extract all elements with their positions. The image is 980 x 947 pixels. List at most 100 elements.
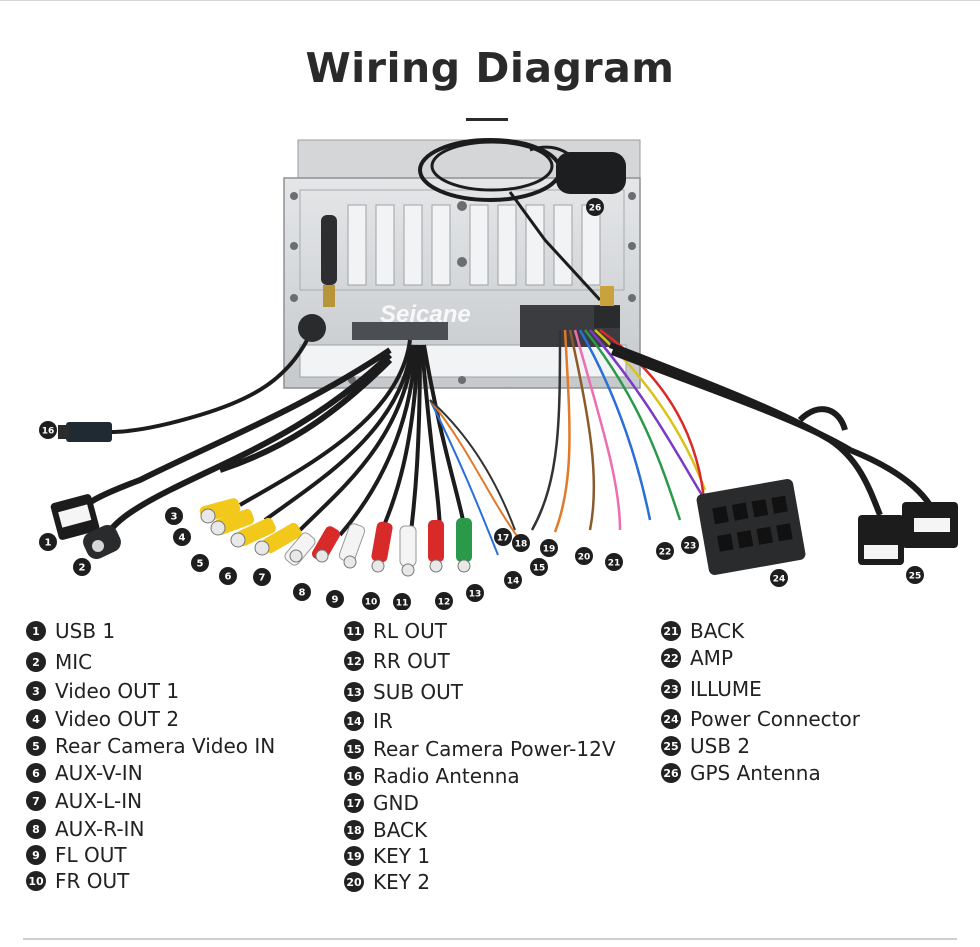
legend-label: Power Connector (690, 707, 860, 731)
callout-number: 9 (332, 595, 339, 606)
callout-circle (253, 568, 271, 586)
legend-label: FL OUT (55, 843, 127, 867)
callout-badge: 21 (605, 553, 623, 571)
callout-badge: 17 (494, 528, 512, 546)
callout-badge: 19 (540, 539, 558, 557)
legend-number-badge: 5 (26, 736, 46, 756)
legend-item: 3 Video OUT 1 (26, 679, 179, 703)
callout-badge: 6 (219, 567, 237, 585)
legend-number-badge: 23 (661, 679, 681, 699)
legend-label: IR (373, 709, 393, 733)
callout-circle (39, 533, 57, 551)
callout-number: 1 (45, 538, 52, 549)
legend-number-badge: 15 (344, 739, 364, 759)
rca-connectors (199, 498, 472, 577)
callout-badge: 15 (530, 558, 548, 576)
callout-number: 17 (497, 534, 510, 544)
callout-number: 25 (909, 572, 922, 582)
callout-badge: 26 (586, 198, 604, 216)
legend-label: FR OUT (55, 869, 130, 893)
legend-label: GND (373, 791, 419, 815)
callout-badge: 25 (906, 566, 924, 584)
legend-item: 24 Power Connector (661, 707, 860, 731)
callout-circle (73, 558, 91, 576)
usb1-plug (50, 494, 100, 540)
legend-number-badge: 20 (344, 872, 364, 892)
callout-badge: 5 (191, 554, 209, 572)
callout-number: 16 (42, 427, 55, 437)
callout-circle (435, 592, 453, 610)
callout-number: 18 (515, 540, 528, 550)
radio-antenna-cable (58, 314, 326, 442)
usb2-cables (608, 342, 933, 517)
callout-badge: 8 (293, 583, 311, 601)
callout-circle (575, 547, 593, 565)
callout-badge: 11 (393, 593, 411, 610)
ir-and-camera-wires (429, 399, 521, 556)
top-divider (0, 0, 980, 1)
callout-number: 21 (608, 559, 621, 569)
legend-number-badge: 11 (344, 621, 364, 641)
legend-label: KEY 1 (373, 844, 431, 868)
legend-number-badge: 19 (344, 846, 364, 866)
callout-number: 23 (684, 542, 697, 552)
callout-number: 6 (225, 572, 232, 583)
legend-number-badge: 18 (344, 820, 364, 840)
callout-number: 3 (171, 512, 178, 523)
callout-badge: 7 (253, 568, 271, 586)
bottom-divider (23, 938, 957, 940)
legend-number-badge: 1 (26, 621, 46, 641)
callout-number: 14 (507, 577, 520, 587)
bluetooth-antenna (321, 215, 337, 307)
legend-number-badge: 3 (26, 681, 46, 701)
legend-label: RR OUT (373, 649, 450, 673)
callout-circle (656, 542, 674, 560)
legend-label: Rear Camera Video IN (55, 734, 276, 758)
legend-number-badge: 7 (26, 791, 46, 811)
callout-badge: 4 (173, 528, 191, 546)
callout-circle (540, 539, 558, 557)
legend-label: USB 2 (690, 734, 751, 758)
callout-number: 7 (259, 573, 266, 584)
legend-number-badge: 22 (661, 648, 681, 668)
callout-number: 8 (299, 588, 306, 599)
callout-circle (362, 592, 380, 610)
callout-circle (173, 528, 191, 546)
callout-badge: 1 (39, 533, 57, 551)
legend-number-badge: 14 (344, 711, 364, 731)
legend-item: 5 Rear Camera Video IN (26, 734, 275, 758)
callout-badge: 22 (656, 542, 674, 560)
callout-number: 11 (396, 599, 409, 609)
legend-label: Rear Camera Power-12V (373, 737, 616, 761)
legend-number-badge: 24 (661, 709, 681, 729)
legend-item: 14 IR (344, 709, 393, 733)
legend-label: Radio Antenna (373, 764, 520, 788)
rca-cable-bundle (238, 339, 467, 541)
page-title: Wiring Diagram (305, 44, 675, 92)
legend-label: AMP (690, 646, 733, 670)
callout-circle (466, 584, 484, 602)
callout-circle (681, 536, 699, 554)
legend-label: Video OUT 1 (55, 679, 180, 703)
callout-badge: 18 (512, 534, 530, 552)
legend-label: AUX-V-IN (55, 761, 143, 785)
legend-item: 19 KEY 1 (344, 844, 430, 868)
callout-circle (494, 528, 512, 546)
legend-label: GPS Antenna (690, 761, 821, 785)
callout-number: 5 (197, 559, 204, 570)
usb2-plugs (858, 502, 958, 565)
callout-circle (504, 571, 522, 589)
legend-number-badge: 12 (344, 651, 364, 671)
legend-number-badge: 25 (661, 736, 681, 756)
callout-badge: 12 (435, 592, 453, 610)
callout-badge: 20 (575, 547, 593, 565)
callout-badge: 23 (681, 536, 699, 554)
legend-number-badge: 17 (344, 793, 364, 813)
callout-badge: 24 (770, 569, 788, 587)
